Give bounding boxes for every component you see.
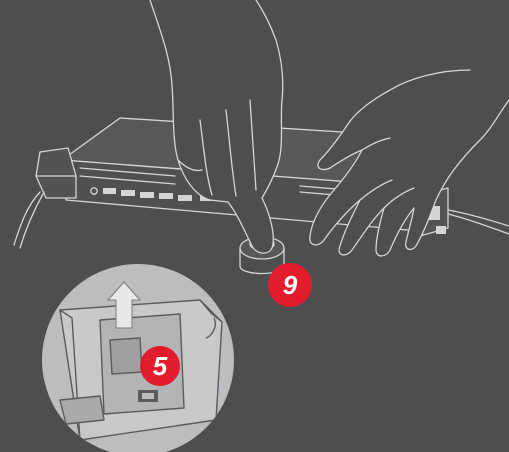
step-5-callout: 5	[140, 346, 180, 386]
step-9-badge	[268, 263, 312, 307]
step-9-label: 9	[283, 270, 298, 300]
detail-inset	[42, 264, 234, 452]
step-9-callout: 9	[268, 263, 312, 307]
hands-icon	[149, 0, 284, 254]
hands-icon	[309, 69, 509, 257]
step-5-badge	[140, 346, 180, 386]
up-arrow-icon	[106, 281, 142, 329]
step-5-label: 5	[153, 351, 168, 381]
